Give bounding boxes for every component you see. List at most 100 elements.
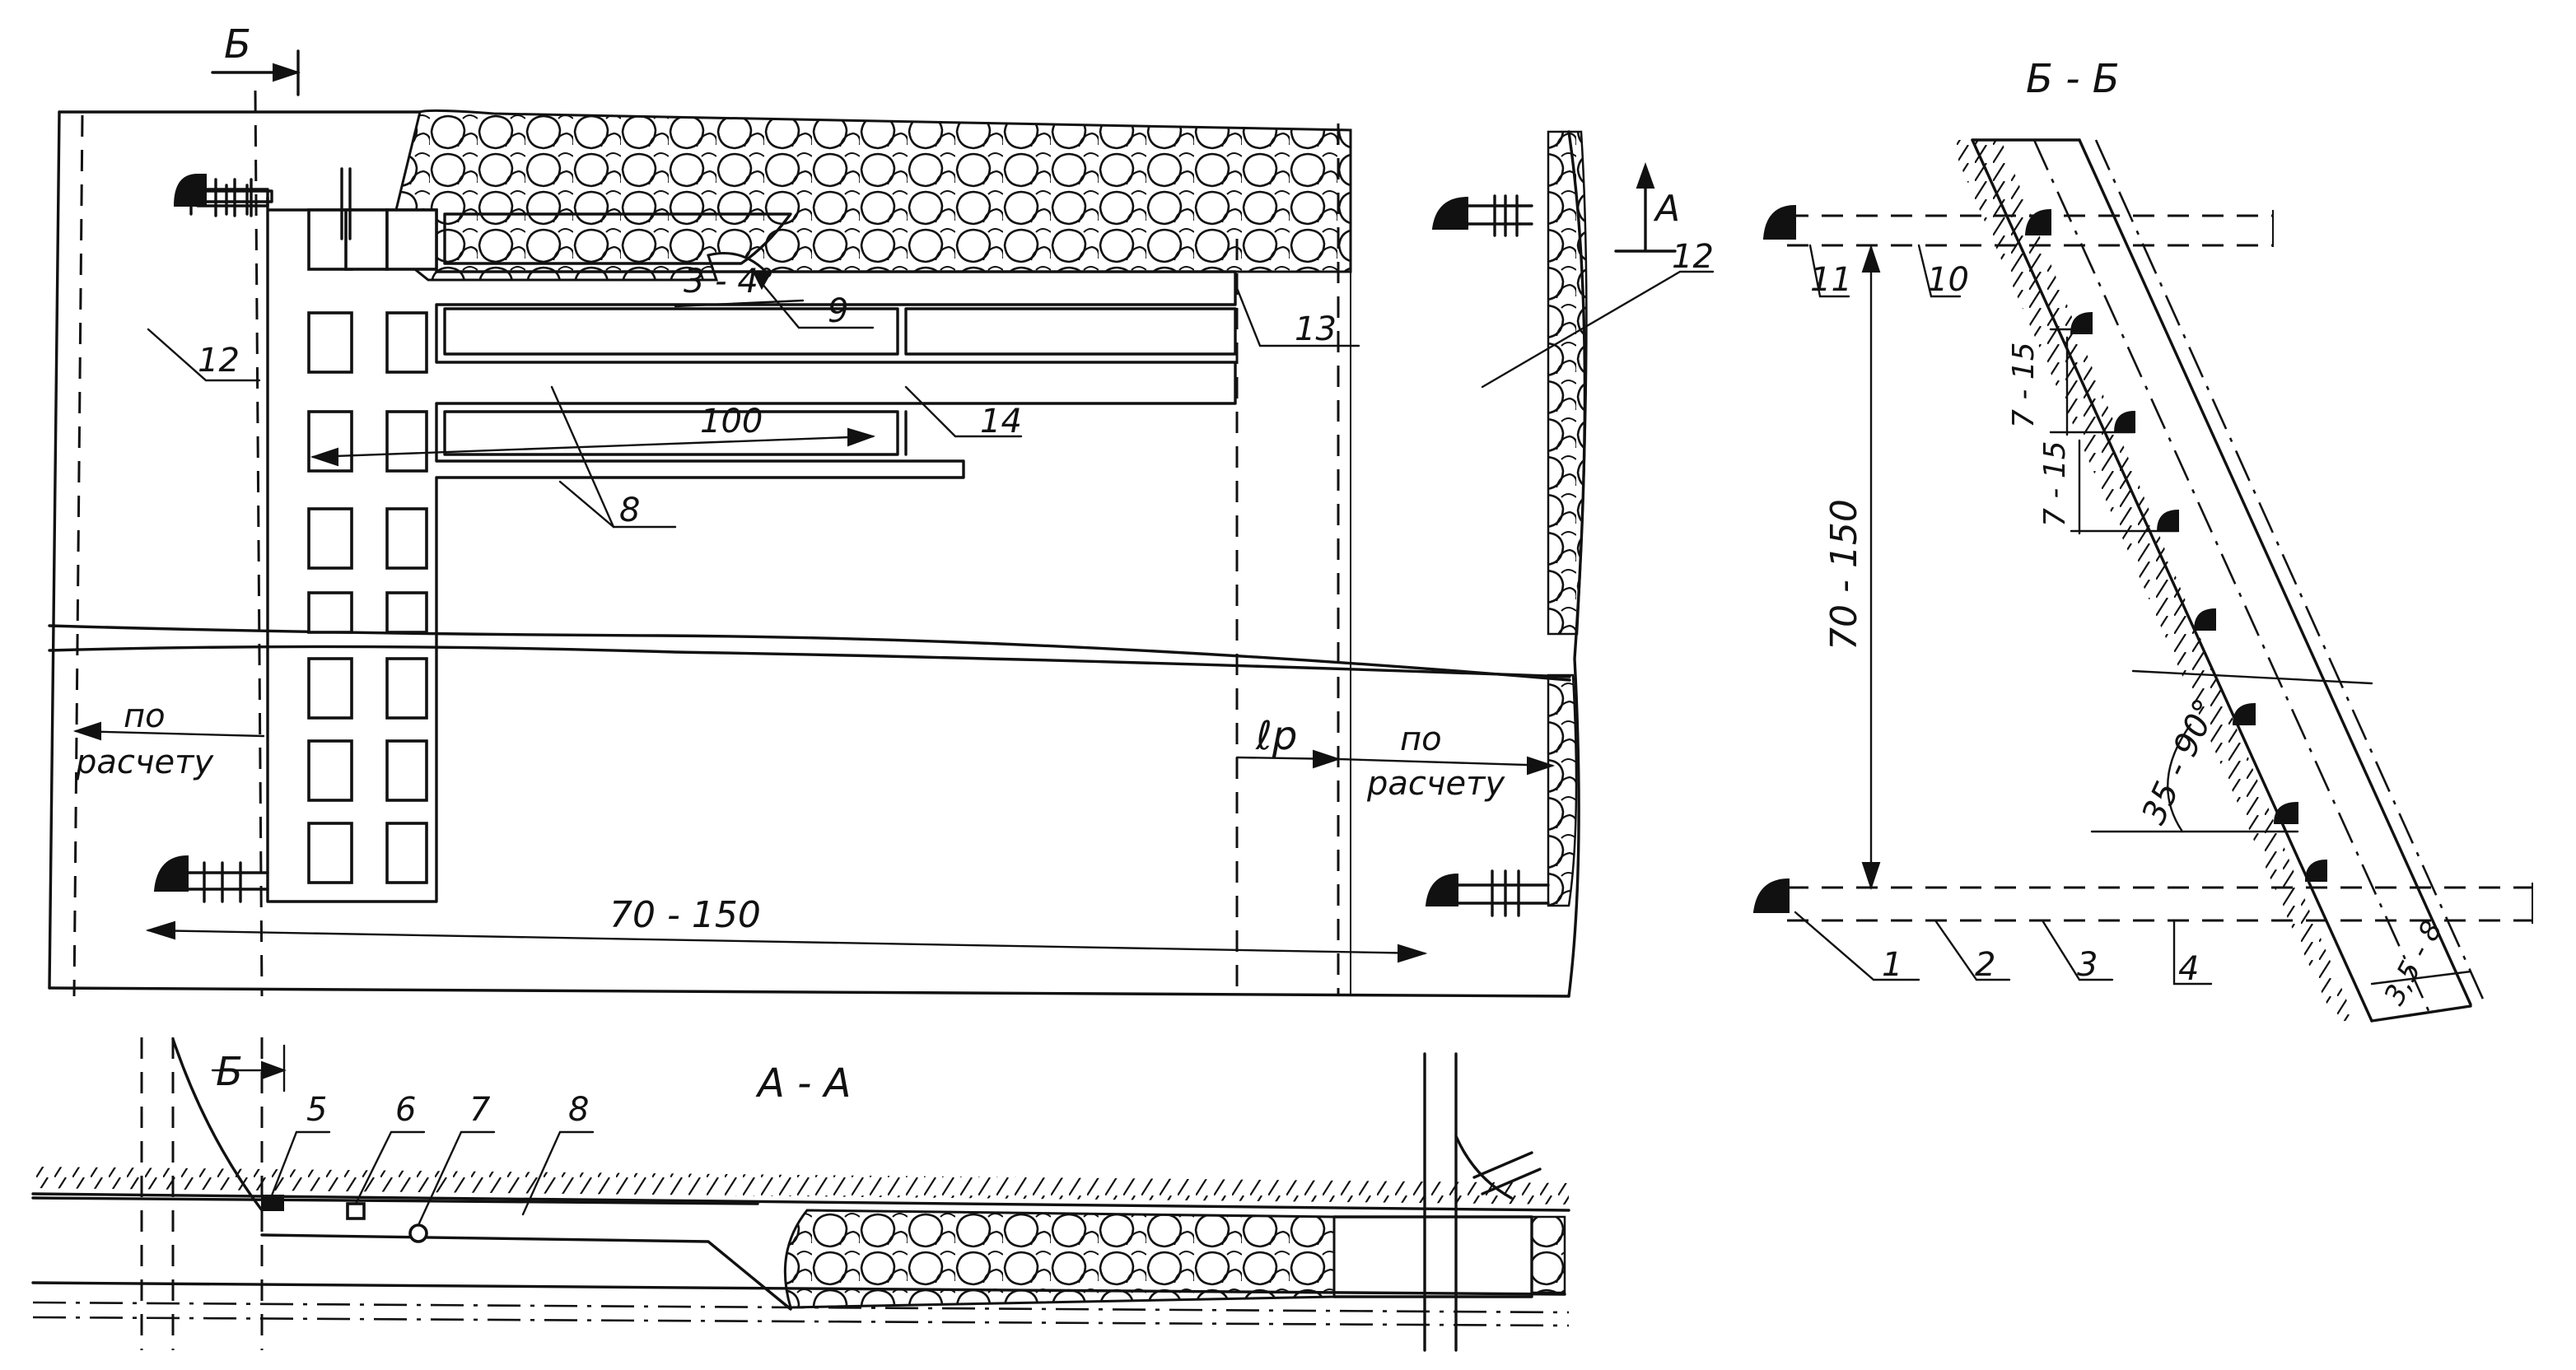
leader-2 xyxy=(1934,919,2011,981)
section-aa-drift-top xyxy=(31,1196,759,1205)
leader-12-right xyxy=(1481,270,1715,389)
drift-portal-top-right xyxy=(1431,196,1468,230)
section-marker-b-bottom: Б xyxy=(216,1049,243,1095)
leader-10 xyxy=(1917,244,1962,298)
section-aa-axis-2 xyxy=(32,1316,1570,1327)
bottom-left-drift xyxy=(186,871,269,891)
item-label-6: 6 xyxy=(395,1091,417,1129)
section-aa-ground xyxy=(31,1192,1570,1212)
right-pillar-word2: расчету xyxy=(1367,765,1505,803)
drift-portal-bottom-left xyxy=(153,855,189,892)
item-6-shape xyxy=(346,1202,366,1220)
dip-angle-arc xyxy=(2167,723,2192,833)
bottom-left-props xyxy=(203,861,242,903)
item-label-12-left: 12 xyxy=(198,342,240,380)
section-b-arrowhead-top xyxy=(273,63,301,82)
top-left-drift xyxy=(196,188,269,207)
item-label-11: 11 xyxy=(1810,261,1852,299)
dim-level-height-arrow-bottom xyxy=(1861,862,1881,891)
drift-slot-2 xyxy=(443,307,899,356)
dim-100-arrow-left xyxy=(310,447,338,467)
plan-view xyxy=(48,49,1715,998)
drift-slot-3 xyxy=(904,307,1237,356)
item-label-9: 9 xyxy=(828,292,849,330)
left-pillar-dashed xyxy=(254,90,264,997)
leader-4 xyxy=(2172,919,2213,986)
dim-level-height: 70 - 150 xyxy=(1823,499,1865,650)
section-marker-b-top: Б xyxy=(224,21,251,68)
section-aa-right-block xyxy=(1332,1215,1533,1298)
leader-12-left xyxy=(147,328,261,382)
raise-pillars xyxy=(307,208,438,884)
caved-ore-right-upper xyxy=(1547,130,1588,636)
break-line-lower xyxy=(48,645,1571,678)
dim-rp-arrow xyxy=(1313,749,1342,769)
dim-100-arrow-right xyxy=(847,427,876,447)
dim-70-150-arrow-right xyxy=(1398,944,1428,963)
top-left-props xyxy=(214,178,253,217)
item-label-7: 7 xyxy=(469,1091,491,1129)
drift-portal-top-left xyxy=(173,174,207,207)
item-label-8-plan: 8 xyxy=(619,492,641,529)
bottom-right-props xyxy=(1491,869,1520,917)
leader-7 xyxy=(417,1130,496,1227)
caved-ore-right-lower xyxy=(1547,673,1578,907)
break-line-upper xyxy=(48,624,1571,682)
leader-1 xyxy=(1794,911,1920,981)
caved-ore-top xyxy=(385,109,1352,282)
section-aa-right-shaft xyxy=(1423,1052,1458,1352)
section-aa-right-rubble xyxy=(1530,1215,1566,1294)
raise-outline xyxy=(266,196,1237,903)
drift-portal-bottom-right xyxy=(1425,873,1458,906)
section-aa-right-ramp xyxy=(1454,1135,1513,1200)
dim-70-150-line xyxy=(147,929,1426,955)
dim-slope-angle: 3 - 4° xyxy=(684,263,775,301)
rp-symbol: ℓр xyxy=(1256,713,1298,759)
section-bb-lower-portal xyxy=(1752,878,1790,913)
slope-underline xyxy=(674,299,805,308)
item-label-13: 13 xyxy=(1295,310,1337,348)
section-bb-bottom-cap xyxy=(2370,1004,2472,1023)
dim-70-150-arrow-left xyxy=(145,920,175,940)
plan-outline-left xyxy=(48,110,61,990)
section-aa-ramp xyxy=(171,1037,264,1212)
dim-step-2: 7 - 15 xyxy=(2038,440,2072,527)
section-aa-sill xyxy=(260,1233,792,1311)
item-label-4: 4 xyxy=(2178,950,2200,988)
section-aa-caved-ore xyxy=(783,1209,1336,1309)
dim-left-pillar-arrow xyxy=(72,721,101,741)
leader-11 xyxy=(1808,244,1850,298)
dim-step-1: 7 - 15 xyxy=(2007,342,2041,428)
item-label-5: 5 xyxy=(306,1091,328,1129)
leader-14 xyxy=(904,385,1023,438)
item-label-8-section: 8 xyxy=(568,1091,590,1129)
section-bb-ore-axis-1 xyxy=(2032,139,2431,1014)
section-bb-ore-axis-2 xyxy=(2094,139,2487,1005)
bottom-right-drift xyxy=(1456,883,1550,905)
dim-block-length: 70 - 150 xyxy=(609,894,761,936)
section-bb-ore-body-right xyxy=(2078,138,2472,1006)
leader-5 xyxy=(270,1130,331,1197)
item-label-12-right: 12 xyxy=(1672,238,1714,276)
dim-100-line xyxy=(311,435,875,459)
dim-level-height-arrow-top xyxy=(1861,244,1881,273)
item-label-10: 10 xyxy=(1927,261,1969,299)
left-pillar-word1: по xyxy=(124,697,166,735)
section-a-a xyxy=(31,1037,1570,1352)
section-aa-right-props xyxy=(1472,1151,1542,1195)
leader-9-arrow xyxy=(752,270,772,291)
item-5-shape xyxy=(261,1195,284,1211)
drift-slot-1 xyxy=(443,212,792,265)
leader-13 xyxy=(1234,282,1360,347)
item-7-shape xyxy=(408,1223,428,1243)
drift-slot-4 xyxy=(443,410,899,456)
dim-right-pillar-arrow xyxy=(1527,756,1556,776)
section-bb-hatch-zone xyxy=(1952,140,2355,1021)
item-label-3: 3 xyxy=(2077,946,2098,984)
plan-outline-bottom xyxy=(48,986,1570,998)
section-aa-title: А - А xyxy=(758,1060,852,1107)
leader-9 xyxy=(756,277,875,329)
item-label-14: 14 xyxy=(980,403,1022,440)
